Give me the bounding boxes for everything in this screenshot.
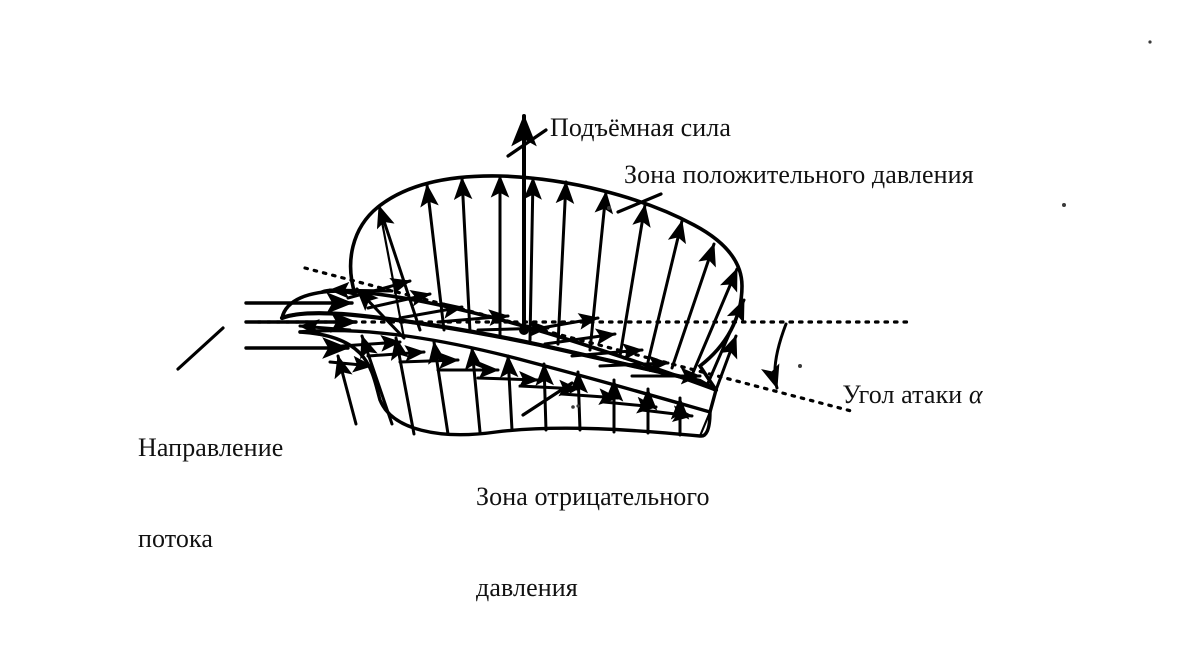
label-negative-pressure-zone-line2: давления [476,572,578,602]
label-positive-pressure-zone: Зона положительного давления [624,160,974,189]
label-angle-of-attack: Угол атаки α [816,350,983,440]
flow-leader-line [176,326,225,371]
upper-pressure-vectors [355,174,746,392]
negative-zone-leader-line [521,381,574,417]
label-angle-of-attack-symbol: α [968,380,983,410]
lift-force-arrow [511,114,537,335]
leader-lines [176,128,663,417]
diagram-canvas: Подъёмная сила Зона положительного давле… [138,40,1152,614]
airfoil-pressure-diagram [176,40,1152,438]
positive-zone-leader-line [616,192,663,214]
lift-leader-line [506,128,548,158]
angle-of-attack-arc [761,322,788,390]
label-negative-pressure-zone: Зона отрицательного давления [476,422,710,663]
label-negative-pressure-zone-line1: Зона отрицательного [476,482,710,512]
label-angle-of-attack-text: Угол атаки [842,380,963,410]
label-flow-direction-line2: потока [138,523,213,553]
label-flow-direction-line1: Направление [138,433,284,463]
scan-artifacts [571,40,1152,409]
label-flow-direction: Направление потока [138,373,283,614]
label-lift-force: Подъёмная сила [550,113,731,142]
lower-surface-vectors [298,319,694,423]
